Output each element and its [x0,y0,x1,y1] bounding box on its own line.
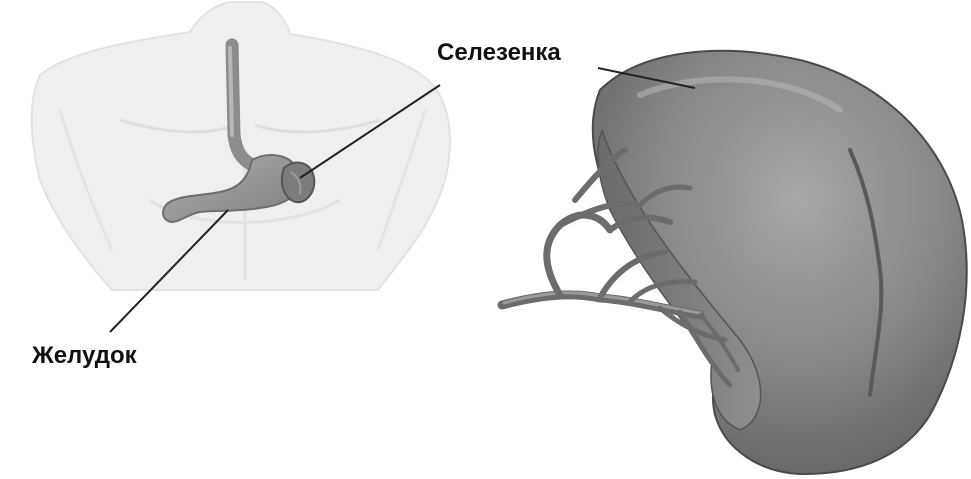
esophagus-highlight [230,48,232,135]
torso-illustration [32,2,450,290]
spleen-label: Селезенка [437,39,561,66]
spleen-illustration [502,51,967,474]
small-spleen [282,163,314,203]
vessel-branch [547,215,610,295]
stomach-label: Желудок [31,342,138,369]
